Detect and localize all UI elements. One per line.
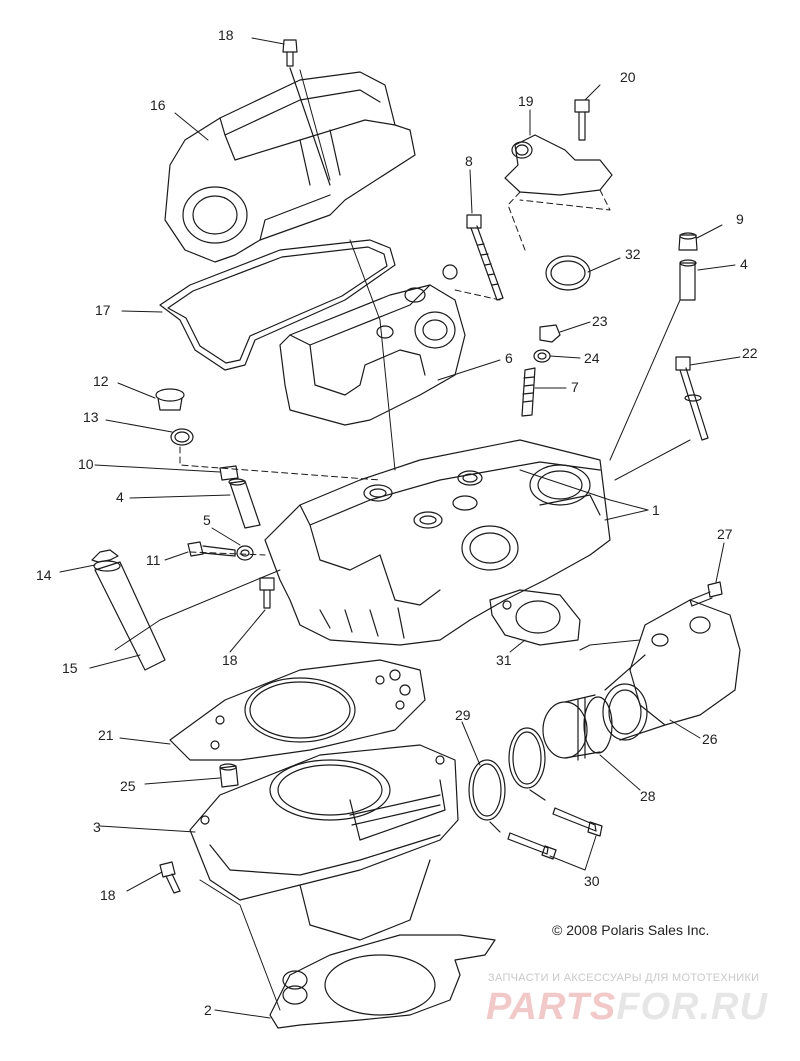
callout-label: 4 — [116, 489, 124, 505]
exhaust-elbow-part — [602, 599, 741, 741]
callout-label: 19 — [518, 93, 534, 109]
exhaust-sleeve-part — [542, 694, 613, 761]
callout-label: 5 — [203, 512, 211, 528]
copyright-text: © 2008 Polaris Sales Inc. — [552, 922, 710, 938]
callout-label: 22 — [742, 345, 758, 361]
cylinder-head-part — [264, 439, 611, 646]
cam-carrier-part — [279, 284, 466, 426]
callout-label: 26 — [702, 731, 718, 747]
bolt-part — [187, 541, 236, 557]
callout-label: 17 — [95, 302, 111, 318]
tube-part — [93, 560, 166, 671]
callout-label: 7 — [571, 379, 579, 395]
valve-guide-part — [679, 259, 697, 301]
clamp-part — [468, 727, 546, 833]
callout-label: 18 — [218, 27, 234, 43]
callout-label: 16 — [150, 97, 166, 113]
washer-part — [236, 545, 254, 561]
callout-label: 24 — [584, 350, 600, 366]
washer-part — [533, 349, 551, 363]
bolt-part — [689, 581, 723, 607]
bolt-part — [507, 807, 603, 860]
callout-label: 2 — [204, 1002, 212, 1018]
valve-cap-part — [678, 232, 698, 251]
stud-part — [521, 367, 536, 417]
callout-label: 11 — [146, 552, 161, 568]
callout-label: 18 — [222, 652, 238, 668]
valve-seal-part — [219, 465, 239, 481]
watermark-brand: PARTSFOR.RU — [486, 986, 768, 1029]
thermostat-housing-part — [504, 134, 613, 196]
callout-label: 21 — [98, 727, 114, 743]
bolt-part — [282, 39, 298, 67]
callout-label: 15 — [62, 660, 78, 676]
cylinder-part — [189, 744, 459, 941]
callout-label: 8 — [465, 153, 473, 169]
callout-label: 20 — [620, 69, 636, 85]
base-gasket-part — [269, 934, 496, 1029]
callout-label: 29 — [455, 707, 471, 723]
callout-label: 3 — [93, 819, 101, 835]
callout-labels: 18 16 19 20 8 9 32 4 17 23 22 6 24 7 12 … — [36, 27, 758, 1018]
plug-ball-part — [442, 264, 458, 280]
callout-label: 1 — [652, 502, 660, 518]
valve-guide-part — [228, 478, 261, 529]
plug-part — [155, 388, 185, 411]
callout-label: 28 — [640, 788, 656, 804]
long-bolt-part — [466, 214, 504, 301]
seal-ring-part — [170, 428, 194, 446]
bolt-part — [574, 99, 590, 141]
head-gasket-part — [169, 659, 426, 761]
callout-label: 6 — [505, 350, 513, 366]
callout-label: 30 — [584, 873, 600, 889]
callout-label: 10 — [78, 456, 94, 472]
callout-label: 31 — [496, 652, 512, 668]
callout-label: 13 — [83, 409, 99, 425]
callout-label: 27 — [717, 526, 733, 542]
leader-lines — [59, 37, 741, 1019]
bolt-part — [259, 577, 275, 609]
callout-label: 12 — [93, 373, 109, 389]
callout-label: 4 — [740, 256, 748, 272]
dowel-part — [219, 763, 239, 788]
valve-cover-gasket-part — [159, 239, 396, 371]
callout-label: 25 — [120, 778, 136, 794]
clip-part — [91, 549, 119, 563]
long-bolt-part — [675, 356, 709, 441]
callout-label: 32 — [625, 246, 641, 262]
watermark-brand-part2: FOR.RU — [616, 986, 768, 1028]
valve-cover-part — [164, 71, 416, 263]
bolt-part — [159, 861, 181, 894]
watermark-tagline: ЗАПЧАСТИ И АКСЕССУАРЫ ДЛЯ МОТОТЕХНИКИ — [488, 972, 760, 984]
nut-part — [539, 324, 561, 343]
callout-label: 9 — [736, 211, 744, 227]
callout-label: 23 — [592, 313, 608, 329]
o-ring-part — [545, 255, 591, 291]
callout-label: 18 — [100, 887, 116, 903]
exhaust-gasket-part — [489, 589, 581, 646]
watermark-brand-part1: PARTS — [486, 986, 617, 1028]
callout-label: 14 — [36, 567, 52, 583]
